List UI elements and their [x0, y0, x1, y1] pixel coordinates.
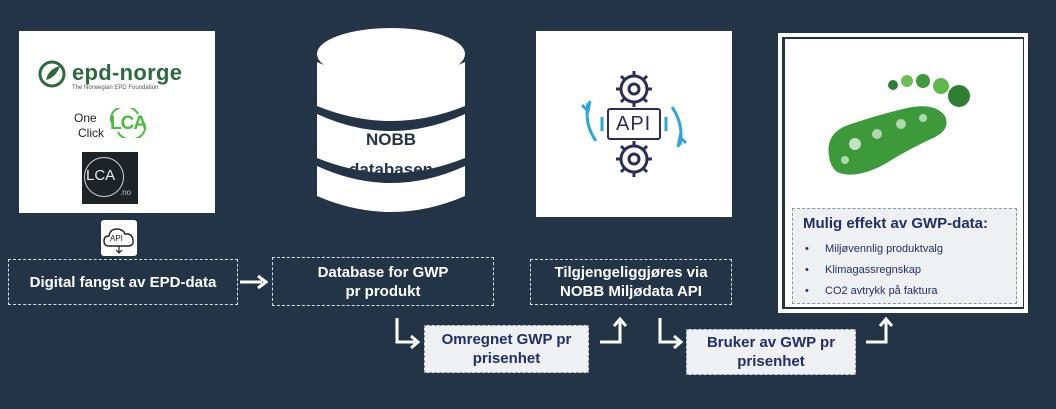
- lca-no-text: LCA: [86, 167, 116, 184]
- epd-norge-logo: epd-norge The Norwegian EPD Foundation: [38, 58, 208, 98]
- effect-item: •Miljøvennlig produktvalg: [805, 243, 943, 255]
- database-cylinder-icon: [317, 28, 465, 212]
- epd-leaf-icon: [38, 60, 66, 88]
- lca-no-suffix: .no: [120, 188, 132, 197]
- step-database-text-1: Database for GWP: [317, 263, 449, 281]
- oneclick-lca-text: LCA: [110, 113, 147, 134]
- database-title-line2: databasen: [348, 160, 434, 179]
- footprint-image: [815, 68, 989, 180]
- lca-circle-icon: [84, 157, 124, 197]
- oneclick-click-text: Click: [78, 126, 104, 140]
- epd-norge-wordmark: epd-norge: [72, 60, 183, 85]
- step-capture-label: Digital fangst av EPD-data: [8, 259, 238, 305]
- usage-gwp-label: Bruker av GWP pr prisenhet: [686, 329, 856, 375]
- effect-item: •Klimagassregnskap: [805, 264, 921, 276]
- effect-item: •CO2 avtrykk på faktura: [805, 285, 938, 297]
- step-api-text-2: NOBB Miljødata API: [560, 283, 702, 300]
- elbow-arrow-down-right-icon: [658, 318, 684, 350]
- effect-title: Mulig effekt av GWP-data:: [803, 215, 989, 232]
- usage-gwp-text-2: prisenhet: [737, 353, 805, 370]
- footprint-icon: [828, 74, 970, 175]
- api-cloud-icon: API: [101, 220, 137, 256]
- api-panel-label: API: [616, 113, 652, 135]
- api-cloud-label: API: [110, 234, 123, 243]
- effect-list: •Miljøvennlig produktvalg •Klimagassregn…: [805, 239, 943, 302]
- arrow-right-icon: [240, 274, 269, 290]
- effect-item-text: CO2 avtrykk på faktura: [825, 285, 938, 297]
- effect-item-text: Miljøvennlig produktvalg: [825, 243, 943, 255]
- converted-gwp-text-1: Omregnet GWP pr: [441, 331, 572, 348]
- converted-gwp-label: Omregnet GWP pr prisenhet: [424, 325, 589, 373]
- elbow-arrow-down-right-icon: [395, 318, 421, 350]
- step-capture-text: Digital fangst av EPD-data: [29, 273, 217, 291]
- lca-no-logo: LCA .no: [82, 152, 138, 204]
- usage-gwp-text-1: Bruker av GWP pr: [706, 334, 836, 351]
- effect-item-text: Klimagassregnskap: [825, 264, 921, 276]
- step-database-text-2: pr produkt: [345, 282, 421, 300]
- step-database-label: Database for GWP pr produkt: [272, 257, 494, 306]
- database-title-line1: NOBB: [365, 130, 417, 149]
- oneclick-one-text: One: [74, 111, 97, 125]
- epd-norge-tagline: The Norwegian EPD Foundation: [72, 85, 159, 91]
- effect-list-box: Mulig effekt av GWP-data: •Miljøvennlig …: [792, 208, 1017, 304]
- elbow-arrow-right-up-icon: [866, 316, 894, 344]
- converted-gwp-text-2: prisenhet: [472, 350, 541, 367]
- elbow-arrow-right-up-icon: [600, 316, 628, 344]
- step-api-label: Tilgjengeliggjøres via NOBB Miljødata AP…: [530, 259, 732, 305]
- api-gear-icon: [580, 71, 688, 177]
- api-panel: API: [536, 31, 732, 217]
- step-api-text-1: Tilgjengeliggjøres via: [554, 264, 708, 281]
- oneclick-recycle-icon: [109, 108, 147, 138]
